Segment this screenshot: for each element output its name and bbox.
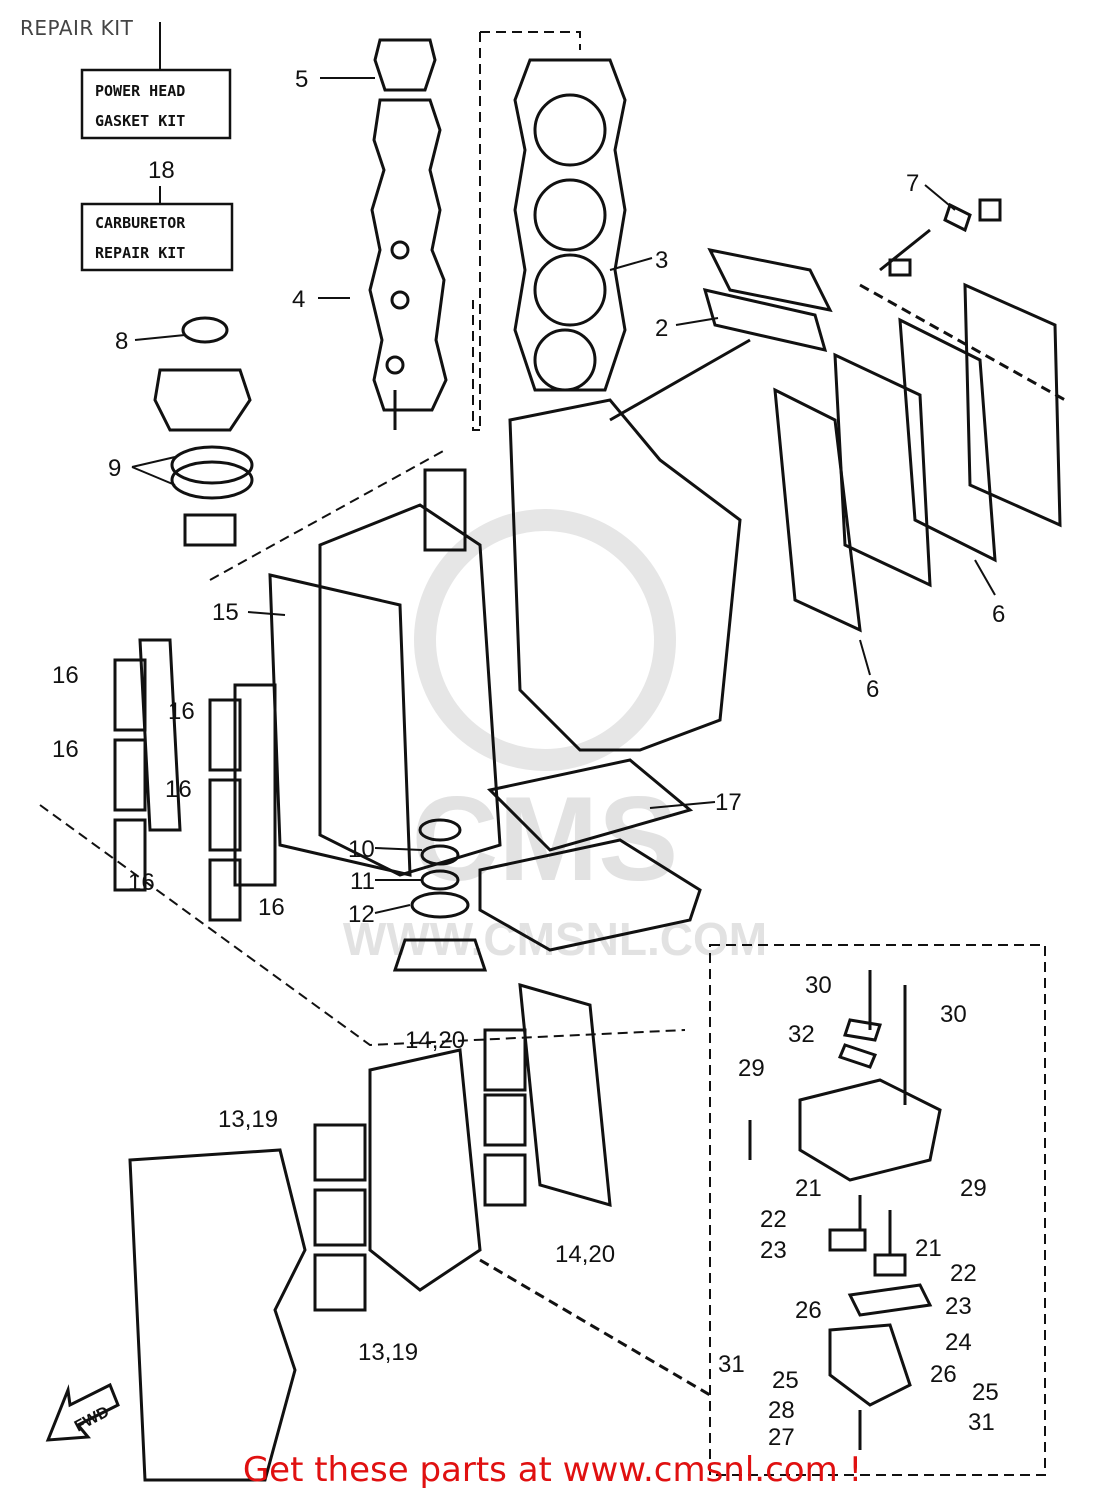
callout-30b: 30 (940, 1001, 967, 1028)
carburetor-repair-kit-label: 18 CARBURETOR REPAIR KIT (80, 157, 234, 272)
part-carburetor (748, 970, 942, 1450)
callout-24: 24 (945, 1329, 972, 1356)
callout-23a: 23 (760, 1237, 787, 1264)
callout-29b: 29 (960, 1175, 987, 1202)
group-brackets (39, 31, 1046, 1476)
part-base-gasket-17 (478, 758, 702, 952)
callout-25b: 25 (972, 1379, 999, 1406)
callout-18: 18 (148, 157, 175, 184)
part-gasket-4-5 (368, 38, 448, 430)
callout-16c: 16 (168, 698, 195, 725)
callout-23b: 23 (945, 1293, 972, 1320)
callout-21b: 21 (915, 1235, 942, 1262)
callout-26b: 26 (930, 1361, 957, 1388)
part-cylinder-gasket-3 (513, 58, 627, 392)
callout-31b: 31 (968, 1409, 995, 1436)
callout-26a: 26 (795, 1297, 822, 1324)
leader-lines (131, 77, 996, 914)
callout-6b: 6 (866, 676, 879, 703)
callout-16f: 16 (258, 894, 285, 921)
callout-16d: 16 (165, 776, 192, 803)
callout-21a: 21 (795, 1175, 822, 1202)
callout-29a: 29 (738, 1055, 765, 1082)
part-exhaust-plates-6 (609, 282, 1066, 633)
callout-22b: 22 (950, 1260, 977, 1287)
part-reed-valves-16 (113, 638, 277, 922)
callout-16e: 16 (128, 869, 155, 896)
callout-14-20b: 14,20 (555, 1241, 615, 1268)
part-cover-2 (702, 247, 833, 353)
callout-14-20a: 14,20 (405, 1027, 465, 1054)
callout-11: 11 (350, 868, 375, 895)
callout-9: 9 (108, 455, 121, 482)
callout-32: 32 (788, 1021, 815, 1048)
fwd-arrow-icon: FWD (45, 1382, 120, 1442)
carburetor-line2: REPAIR KIT (95, 244, 185, 262)
callouts: 5 4 3 2 7 8 9 6 6 15 16 16 16 16 16 16 1… (52, 66, 1005, 1451)
callout-17: 17 (715, 789, 742, 816)
callout-15: 15 (212, 599, 239, 626)
callout-6a: 6 (992, 601, 1005, 628)
power-head-line2: GASKET KIT (95, 112, 185, 130)
callout-13-19b: 13,19 (358, 1339, 418, 1366)
callout-13-19a: 13,19 (218, 1106, 278, 1133)
callout-10: 10 (348, 836, 375, 863)
callout-2: 2 (655, 315, 668, 342)
part-cylinder-block (268, 398, 742, 877)
callout-22a: 22 (760, 1206, 787, 1233)
callout-30a: 30 (805, 972, 832, 999)
callout-31a: 31 (718, 1351, 745, 1378)
callout-3: 3 (655, 247, 668, 274)
callout-28: 28 (768, 1397, 795, 1424)
callout-12: 12 (348, 901, 375, 928)
callout-4: 4 (292, 286, 305, 313)
callout-16a: 16 (52, 662, 79, 689)
parts-link-footer[interactable]: Get these parts at www.cmsnl.com ! (242, 1450, 863, 1490)
part-intake-14-20-13-19 (128, 982, 711, 1482)
part-bearing-8-9 (153, 316, 254, 547)
part-anode-7 (879, 198, 1002, 277)
callout-25a: 25 (772, 1367, 799, 1394)
power-head-gasket-kit-label: POWER HEAD GASKET KIT (80, 22, 232, 140)
callout-8: 8 (115, 328, 128, 355)
fwd-label: FWD (72, 1403, 112, 1435)
callout-16b: 16 (52, 736, 79, 763)
power-head-line1: POWER HEAD (95, 82, 185, 100)
callout-27: 27 (768, 1424, 795, 1451)
callout-7: 7 (906, 170, 919, 197)
page-title: REPAIR KIT (20, 16, 134, 40)
callout-5: 5 (295, 66, 308, 93)
carburetor-line1: CARBURETOR (95, 214, 186, 232)
